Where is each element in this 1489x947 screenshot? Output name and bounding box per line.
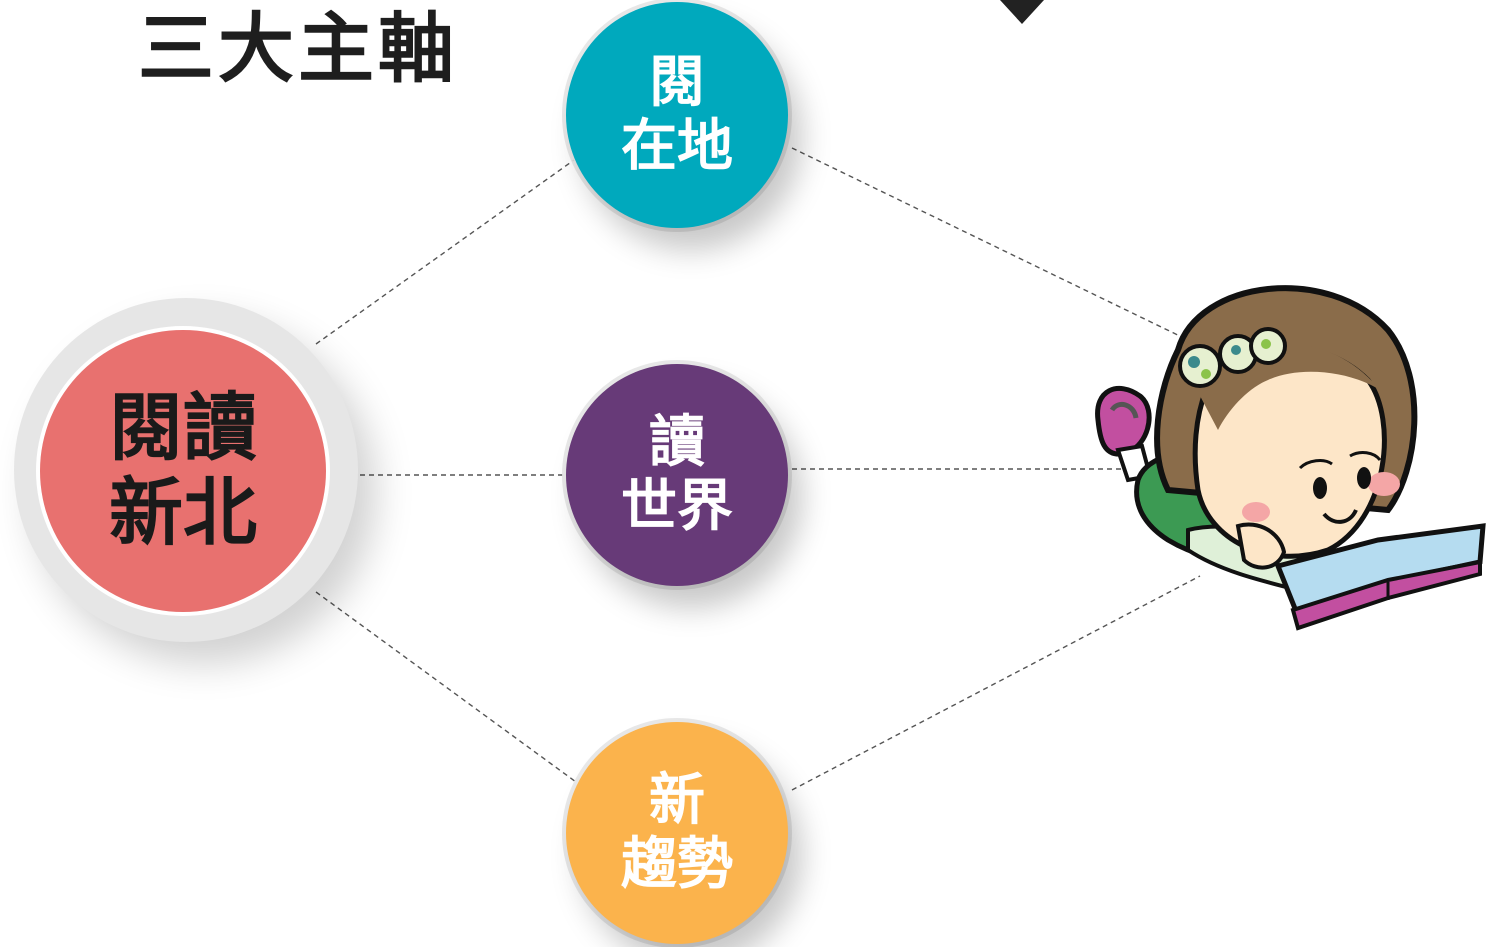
branch-node-top: 閱 在地: [566, 2, 788, 228]
root-node-line1: 閱讀: [109, 384, 257, 471]
girl-reading-book-icon: [1095, 285, 1486, 631]
line-top-to-girl: [791, 147, 1189, 341]
root-node-line2: 新北: [109, 470, 257, 556]
branch-top-line2: 在地: [621, 114, 733, 179]
branch-top-line1: 閱: [649, 49, 705, 115]
line-root-to-bot: [315, 591, 577, 783]
root-node: 閱讀 新北: [40, 330, 326, 612]
branch-bot-line2: 趨勢: [621, 832, 733, 897]
line-root-to-top: [315, 159, 575, 345]
branch-node-mid: 讀 世界: [566, 364, 788, 586]
down-triangle-icon: [1000, 0, 1044, 24]
branch-node-bot: 新 趨勢: [566, 722, 788, 944]
branch-mid-line1: 讀: [649, 409, 705, 475]
diagram-title: 三大主軸: [138, 4, 458, 93]
line-bot-to-girl: [791, 575, 1201, 791]
branch-bot-line1: 新: [649, 767, 705, 833]
branch-mid-line2: 世界: [621, 474, 733, 539]
